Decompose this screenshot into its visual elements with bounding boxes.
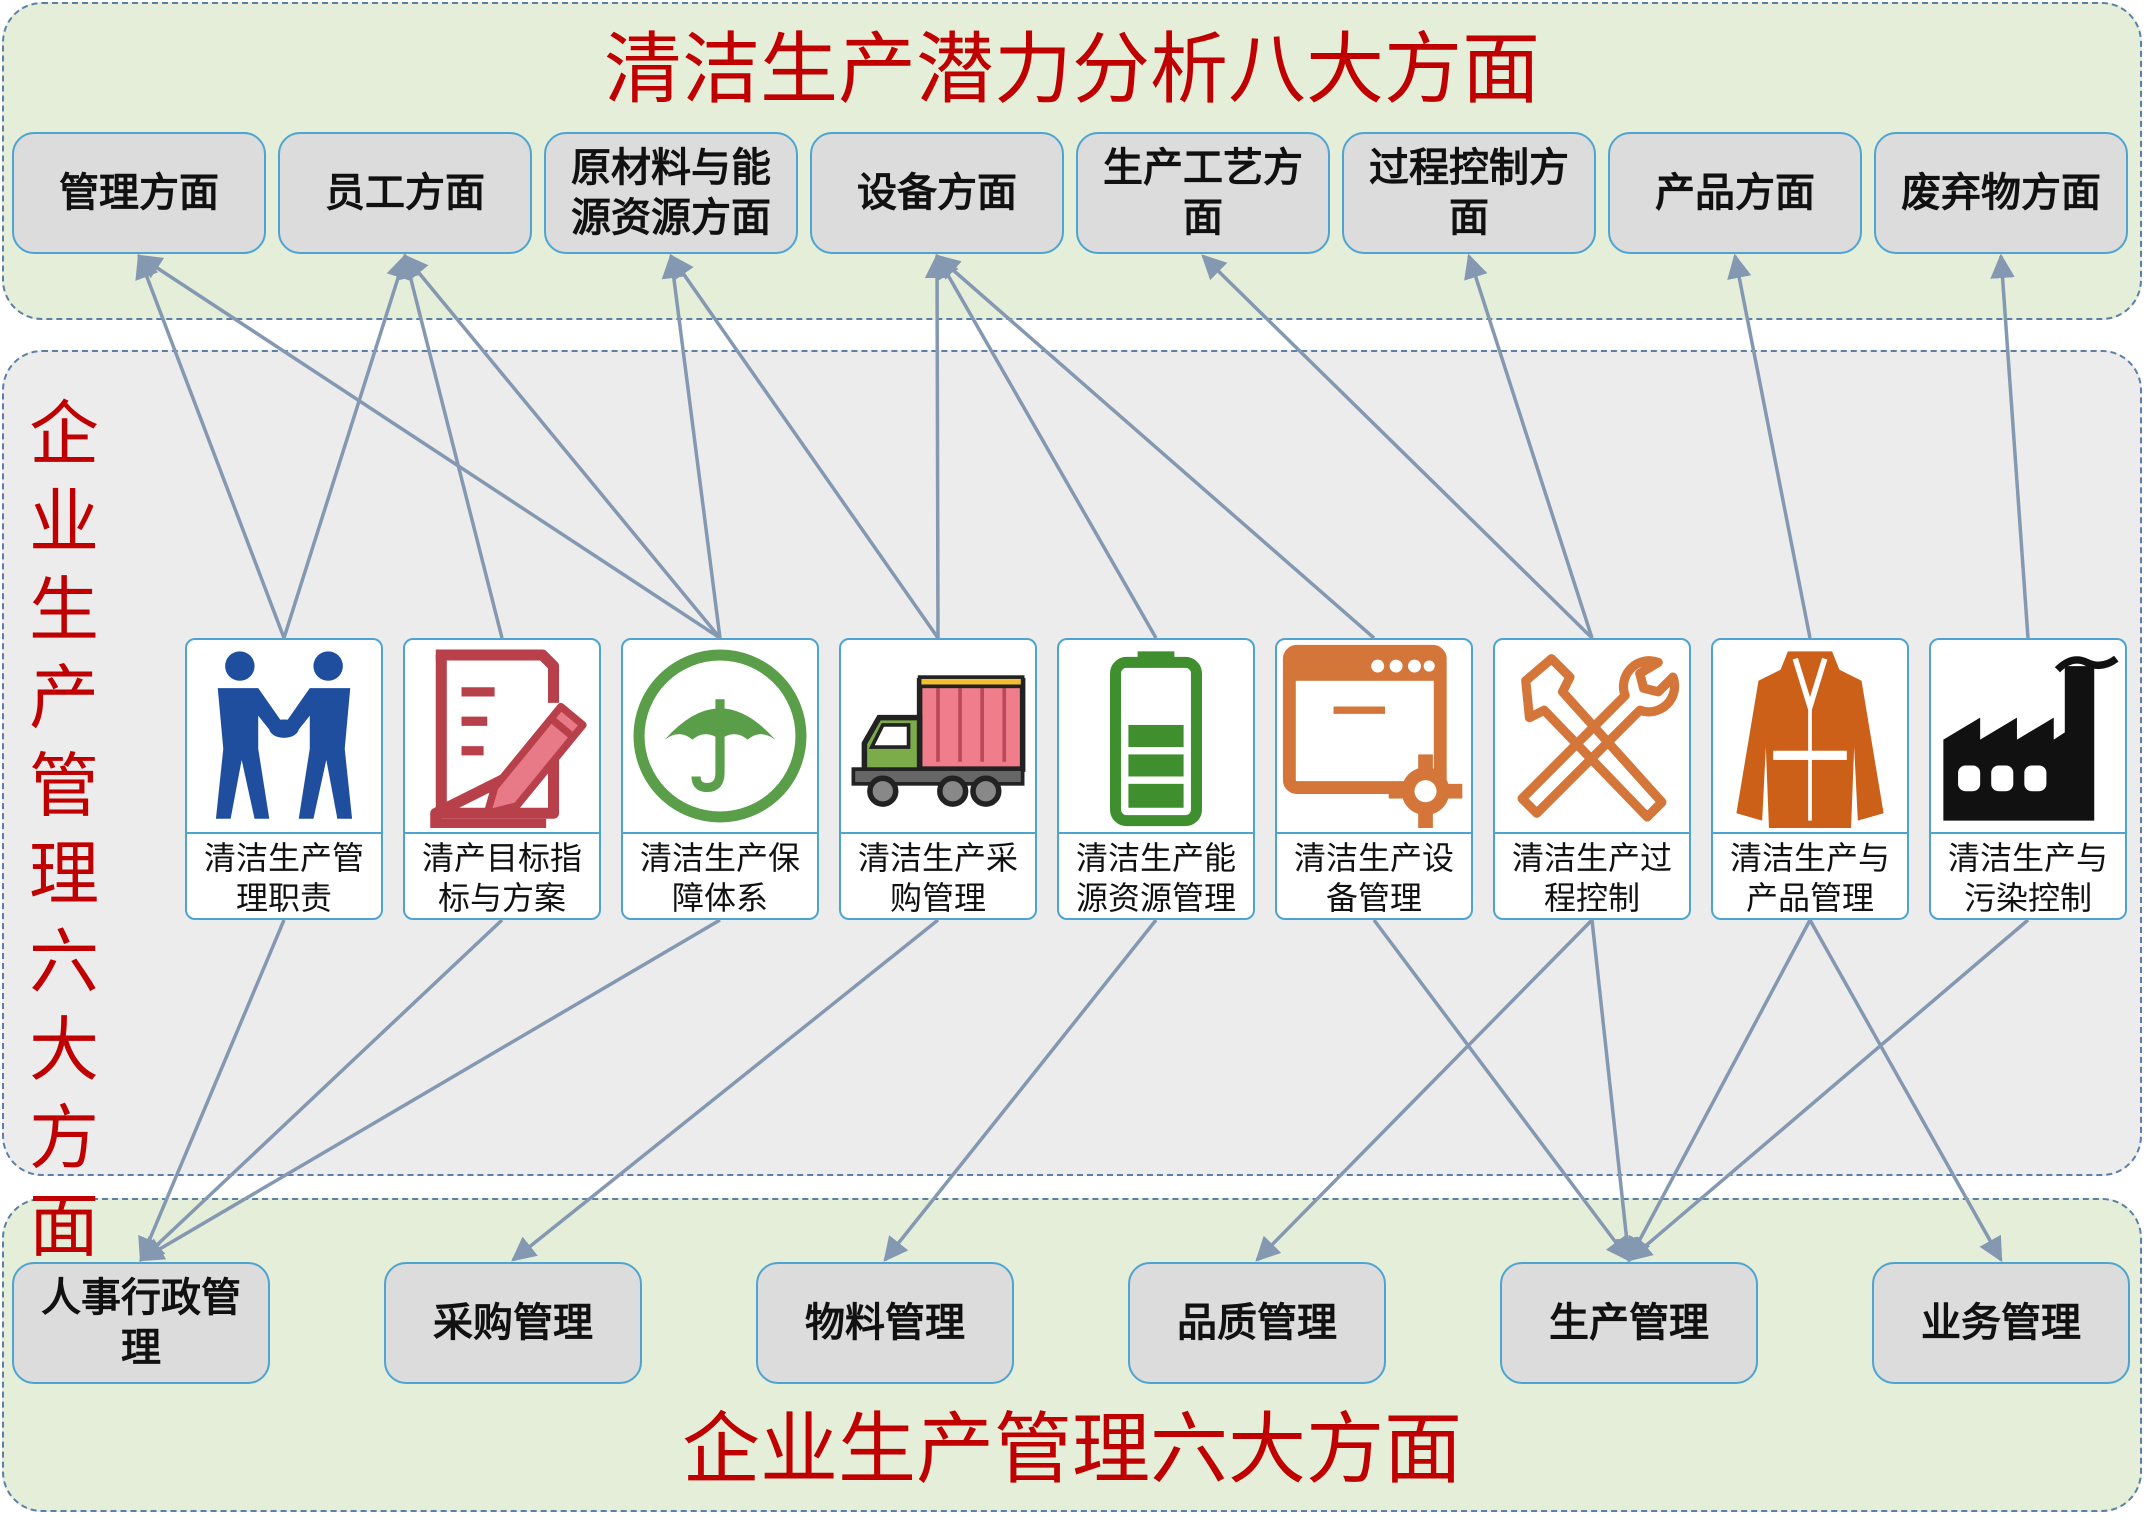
bottom-aspect-box: 采购管理 xyxy=(384,1262,642,1384)
battery-icon xyxy=(1059,640,1253,834)
middle-card: 清洁生产采购管理 xyxy=(839,638,1037,920)
middle-card: 清洁生产与污染控制 xyxy=(1929,638,2127,920)
card-label: 清洁生产管理职责 xyxy=(203,839,364,917)
middle-card: 清洁生产能源资源管理 xyxy=(1057,638,1255,920)
tools-icon xyxy=(1495,640,1689,834)
side-title: 企业生产管理六大方面 xyxy=(29,393,99,1267)
handshake-icon xyxy=(187,640,381,834)
bottom-aspect-box: 人事行政管理 xyxy=(12,1262,270,1384)
card-label: 清洁生产采购管理 xyxy=(857,839,1018,917)
equipment-gear-icon xyxy=(1277,640,1471,834)
top-aspect-box: 管理方面 xyxy=(12,132,266,254)
middle-card: 清洁生产管理职责 xyxy=(185,638,383,920)
card-label: 清洁生产能源资源管理 xyxy=(1075,839,1236,917)
middle-card: 清洁生产保障体系 xyxy=(621,638,819,920)
umbrella-icon xyxy=(623,640,817,834)
middle-card: 清洁生产设备管理 xyxy=(1275,638,1473,920)
coat-icon xyxy=(1713,640,1907,834)
middle-card: 清产目标指标与方案 xyxy=(403,638,601,920)
factory-icon xyxy=(1931,640,2125,834)
card-label: 清洁生产保障体系 xyxy=(639,839,800,917)
middle-card: 清洁生产与产品管理 xyxy=(1711,638,1909,920)
top-aspect-box: 设备方面 xyxy=(810,132,1064,254)
top-aspect-box: 过程控制方面 xyxy=(1342,132,1596,254)
card-label: 清洁生产设备管理 xyxy=(1293,839,1454,917)
card-label: 清洁生产过程控制 xyxy=(1511,839,1672,917)
bottom-aspect-box: 品质管理 xyxy=(1128,1262,1386,1384)
document-pencil-icon xyxy=(405,640,599,834)
middle-card: 清洁生产过程控制 xyxy=(1493,638,1691,920)
card-label: 清洁生产与污染控制 xyxy=(1947,839,2108,917)
bottom-aspect-box: 生产管理 xyxy=(1500,1262,1758,1384)
top-aspect-box: 生产工艺方面 xyxy=(1076,132,1330,254)
top-aspect-box: 产品方面 xyxy=(1608,132,1862,254)
truck-icon xyxy=(841,640,1035,834)
top-aspect-box: 原材料与能源资源方面 xyxy=(544,132,798,254)
bottom-aspect-box: 业务管理 xyxy=(1872,1262,2130,1384)
bottom-title: 企业生产管理六大方面 xyxy=(681,1405,1462,1495)
top-title: 清洁生产潜力分析八大方面 xyxy=(603,25,1540,115)
card-label: 清产目标指标与方案 xyxy=(421,839,582,917)
top-aspect-box: 员工方面 xyxy=(278,132,532,254)
top-aspect-box: 废弃物方面 xyxy=(1874,132,2128,254)
bottom-aspect-box: 物料管理 xyxy=(756,1262,1014,1384)
card-label: 清洁生产与产品管理 xyxy=(1729,839,1890,917)
